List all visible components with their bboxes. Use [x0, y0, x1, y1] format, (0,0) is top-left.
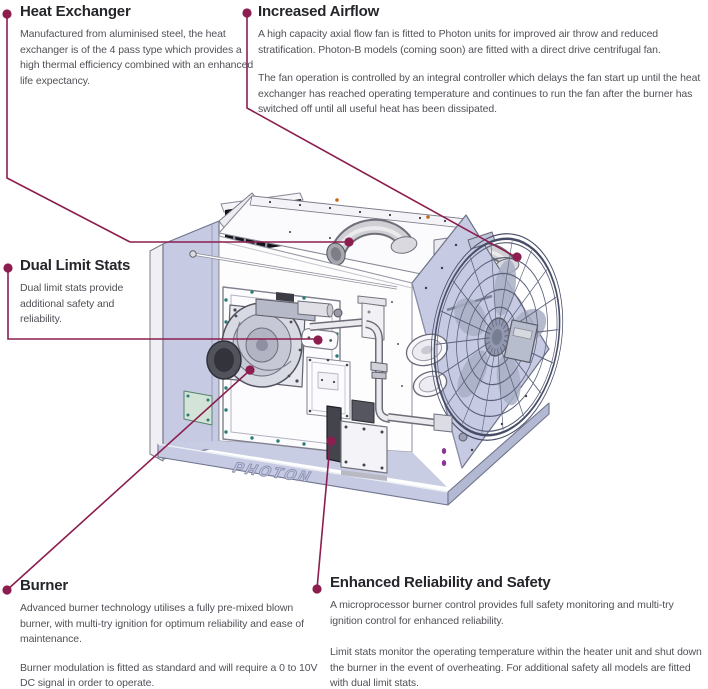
callout-paragraph: The fan operation is controlled by an in… [258, 72, 701, 115]
callout-paragraph: A high capacity axial flow fan is fitted… [258, 28, 661, 56]
callout-title: Burner [20, 577, 68, 594]
control-panel [306, 356, 351, 420]
callout-paragraph: Advanced burner technology utilises a fu… [20, 602, 304, 645]
bullet-enhanced-reliability [312, 584, 322, 594]
gas-valve-assembly [326, 399, 388, 481]
leader-heat-exchanger [6, 14, 345, 243]
bullet-increased-airflow [242, 8, 252, 18]
leader-burner [6, 371, 249, 591]
bullet-heat-exchanger [2, 9, 12, 19]
callout-paragraph: Manufactured from aluminised steel, the … [20, 28, 254, 87]
access-patch [183, 390, 213, 426]
pointer-dot-burner [245, 365, 255, 375]
pointer-dot-dual-limit-stats [313, 335, 323, 345]
callout-title: Dual Limit Stats [20, 257, 131, 274]
leader-enhanced-reliability [316, 443, 331, 590]
callout-paragraph: Dual limit stats provide additional safe… [20, 282, 124, 325]
callout-increased-airflow: Increased Airflow A high capacity axial … [258, 3, 704, 131]
pointer-dot-enhanced-reliability [326, 436, 336, 446]
callout-leaders [6, 13, 515, 591]
pipe-fitting [433, 413, 453, 433]
axial-fan [430, 231, 564, 441]
callout-title: Enhanced Reliability and Safety [330, 574, 551, 591]
bullet-burner [2, 585, 12, 595]
bullet-dual-limit-stats [3, 263, 13, 273]
callout-heat-exchanger: Heat Exchanger Manufactured from alumini… [20, 3, 258, 102]
callout-title: Increased Airflow [258, 3, 380, 20]
callout-enhanced-reliability-safety: Enhanced Reliability and Safety A microp… [330, 574, 704, 689]
fan-guard-rim [433, 237, 561, 437]
pointer-dot-heat-exchanger [344, 237, 354, 247]
callout-dots [2, 8, 522, 595]
fastener-orange [335, 198, 430, 219]
sensor-rod [189, 250, 398, 290]
callout-title: Heat Exchanger [20, 3, 131, 20]
callout-burner: Burner Advanced burner technology utilis… [20, 577, 318, 689]
callout-paragraph: Limit stats monitor the operating temper… [330, 646, 702, 689]
leader-dual-limit-stats [7, 268, 314, 340]
fastener-purple [441, 448, 447, 466]
callout-dual-limit-stats: Dual Limit Stats Dual limit stats provid… [20, 257, 154, 341]
fan-guard-spokes [435, 241, 559, 433]
patch-screws [186, 394, 210, 422]
pipework [309, 295, 438, 427]
heater-unit-illustration: PHOTON [149, 192, 564, 506]
burner-assembly [206, 292, 343, 388]
callout-paragraph: A microprocessor burner control provides… [330, 599, 674, 627]
pointer-dot-increased-airflow [512, 252, 522, 262]
fan-motor-box [503, 319, 539, 364]
callout-paragraph: Burner modulation is fitted as standard … [20, 661, 318, 689]
leader-increased-airflow [246, 13, 515, 257]
left-side-panel [149, 220, 220, 462]
